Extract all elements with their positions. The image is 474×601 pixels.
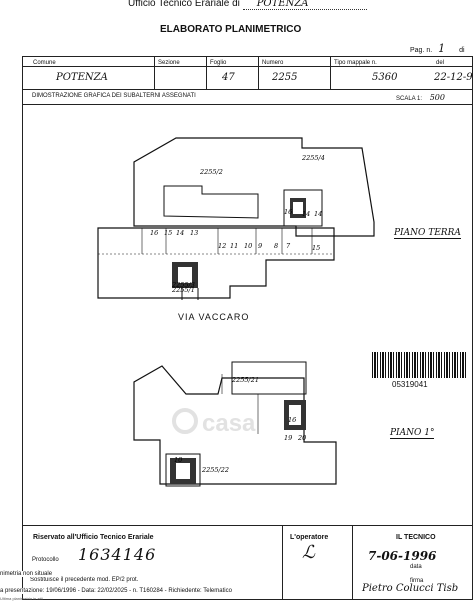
ground-lower-block	[97, 227, 335, 299]
floor-plan-drawing: 2255/1 2255/2 2255/3 2255/4 16 15 14 13 12 11 10 9 8…	[97, 137, 375, 487]
footer-col-1	[282, 525, 283, 600]
ground-stair-block	[283, 189, 323, 227]
subheader-text: DIMOSTRAZIONE GRAFICA DEI SUBALTERNI ASS…	[32, 93, 196, 99]
barcode-number: 05319041	[392, 380, 428, 389]
sostituisce-text: Sostituisce il precedente mod. EP/2 prot…	[30, 577, 139, 583]
row-divider-top	[22, 66, 473, 67]
operatore-signature: ℒ	[302, 542, 315, 563]
stair-core-first	[289, 405, 301, 425]
col-divider-2	[206, 56, 207, 89]
first-floor-block	[133, 365, 337, 485]
tipo-mappale-value: 5360	[372, 72, 398, 83]
unit-label: 2255/2	[199, 168, 223, 176]
unit-label: 20	[297, 434, 306, 442]
col-divider-3	[258, 56, 259, 89]
unit-label: 15	[312, 244, 320, 252]
unit-label: 11	[230, 242, 238, 250]
first-floor-lower-block	[165, 453, 201, 487]
unit-label: 9	[258, 242, 262, 250]
unit-label: 15	[164, 229, 172, 237]
ground-upper-block	[133, 137, 375, 237]
tiny-line: Ultima planimetria in atti	[0, 596, 43, 601]
stair-core-bottom	[178, 267, 192, 283]
tipo-mappale-label: Tipo mappale n.	[334, 60, 377, 66]
office-city: POTENZA	[242, 0, 367, 10]
unit-label: 13	[190, 229, 198, 237]
unit-label: 10	[174, 456, 182, 464]
tecnico-signature: Pietro Colucci Tisb	[362, 583, 459, 594]
numero-label: Numero	[262, 60, 284, 66]
unit-label: 14	[302, 210, 310, 218]
footer-col-2	[352, 525, 353, 600]
ground-courtyard	[163, 185, 259, 219]
tecnico-label: IL TECNICO	[396, 534, 436, 541]
unit-label: 2255/21	[231, 376, 259, 384]
protocollo-label: Protocollo	[32, 557, 59, 563]
unit-label: 2255/1	[171, 286, 195, 294]
unit-label: 12	[218, 242, 226, 250]
watermark-circle-icon	[172, 408, 198, 434]
scale-label: SCALA 1: 500	[396, 93, 445, 102]
side-note: nimetria non situale	[0, 571, 53, 577]
unit-label: 16	[288, 416, 296, 424]
unit-label: 2255/3	[171, 281, 195, 289]
foglio-value: 47	[222, 72, 235, 83]
data-label: data	[410, 564, 422, 570]
operatore-label: L'operatore	[290, 534, 329, 541]
office-label: Ufficio Tecnico Erariale di	[128, 0, 240, 9]
unit-label: 2255/22	[201, 466, 229, 474]
unit-label: 19	[284, 434, 292, 442]
unit-label: 14	[314, 210, 322, 218]
barcode	[372, 352, 466, 378]
row-divider-subheader	[22, 104, 473, 105]
unit-label: 16	[284, 208, 292, 216]
firma-label: firma	[410, 578, 424, 584]
row-divider-fields	[22, 89, 473, 90]
first-floor-upper-block	[231, 361, 307, 395]
del-value: 22-12-9	[434, 72, 473, 83]
del-label: del	[436, 60, 445, 66]
protocollo-value: 1634146	[78, 545, 157, 564]
numero-value: 2255	[272, 72, 298, 83]
unit-label: 7	[286, 242, 291, 250]
ground-unit-labels: 2255/1 2255/2 2255/3 2255/4 16 15 14 13 12 11 10 9 8…	[150, 154, 325, 294]
watermark: casa	[172, 408, 255, 438]
first-unit-labels: 2255/21 2255/22 19 20 16 10	[174, 376, 306, 474]
foglio-label: Foglio	[210, 60, 227, 66]
stair-core-top	[293, 202, 303, 214]
office-header: Ufficio Tecnico Erariale di POTENZA	[128, 0, 428, 10]
unit-label: 10	[244, 242, 252, 250]
date-value: 7-06-1996	[368, 549, 437, 563]
footer-divider	[22, 525, 473, 526]
col-divider-1	[154, 56, 155, 89]
street-label: VIA VACCARO	[178, 312, 250, 322]
comune-label: Comune	[33, 60, 56, 66]
unit-label: 16	[150, 229, 158, 237]
floor-label-ground: PIANO TERRA	[394, 228, 461, 239]
unit-label: 8	[274, 242, 278, 250]
reserved-label: Riservato all'Ufficio Tecnico Erariale	[33, 534, 154, 541]
comune-value: POTENZA	[56, 72, 108, 83]
col-divider-4	[330, 56, 331, 89]
presentazione-text: a presentazione: 19/06/1996 - Data: 22/0…	[0, 588, 232, 594]
sezione-label: Sezione	[158, 60, 180, 66]
unit-label: 14	[176, 229, 184, 237]
unit-label: 2255/4	[301, 154, 325, 162]
floor-label-first: PIANO 1°	[390, 428, 435, 439]
document-title: ELABORATO PLANIMETRICO	[160, 24, 302, 35]
stair-core-first-lower	[176, 463, 190, 479]
page-number: Pag. n. 1 di	[410, 42, 465, 55]
